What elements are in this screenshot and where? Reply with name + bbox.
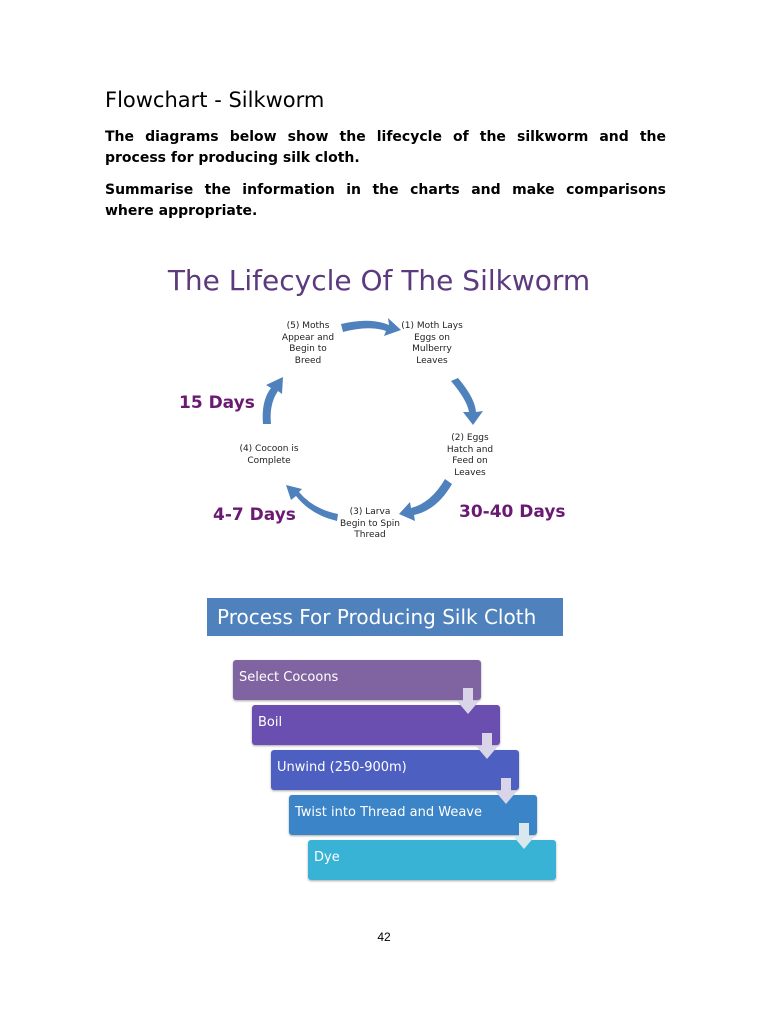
duration-4-7-days: 4-7 Days [213, 505, 296, 525]
process-step-boil: Boil [252, 705, 500, 745]
process-step-select-cocoons: Select Cocoons [233, 660, 481, 700]
stage-3-label: (3) Larva Begin to Spin Thread [339, 507, 401, 540]
stage-4-label: (4) Cocoon is Complete [239, 444, 299, 466]
process-step-label: Unwind (250-900m) [277, 760, 407, 775]
process-step-label: Twist into Thread and Weave [295, 805, 482, 820]
process-step-label: Boil [258, 715, 283, 730]
duration-15-days: 15 Days [179, 393, 255, 413]
cycle-arrow-2 [451, 378, 483, 425]
arrow-down-icon [495, 778, 517, 804]
stage-1-label: (1) Moth Lays Eggs on Mulberry Leaves [401, 321, 463, 366]
cycle-arrow-4 [286, 485, 338, 521]
process-step-unwind: Unwind (250-900m) [271, 750, 519, 790]
process-step-label: Dye [314, 850, 340, 865]
intro-paragraph: The diagrams below show the lifecycle of… [105, 129, 666, 166]
lifecycle-title: The Lifecycle Of The Silkworm [167, 264, 591, 297]
arrow-down-icon [457, 688, 479, 714]
stage-2-label: (2) Eggs Hatch and Feed on Leaves [446, 433, 494, 478]
instruction-paragraph: Summarise the information in the charts … [105, 182, 666, 219]
process-step-dye: Dye [308, 840, 556, 880]
page-title: Flowchart - Silkworm [105, 88, 325, 112]
cycle-arrow-3 [399, 479, 452, 521]
duration-30-40-days: 30-40 Days [459, 502, 566, 522]
arrow-down-icon [476, 733, 498, 759]
arrow-down-icon [513, 823, 535, 849]
cycle-arrow-1 [341, 318, 401, 336]
process-step-label: Select Cocoons [239, 670, 339, 685]
process-title: Process For Producing Silk Cloth [207, 598, 563, 636]
page-number: 42 [377, 930, 391, 944]
process-step-twist-weave: Twist into Thread and Weave [289, 795, 537, 835]
cycle-arrow-5 [262, 377, 283, 424]
stage-5-label: (5) Moths Appear and Begin to Breed [281, 321, 335, 366]
